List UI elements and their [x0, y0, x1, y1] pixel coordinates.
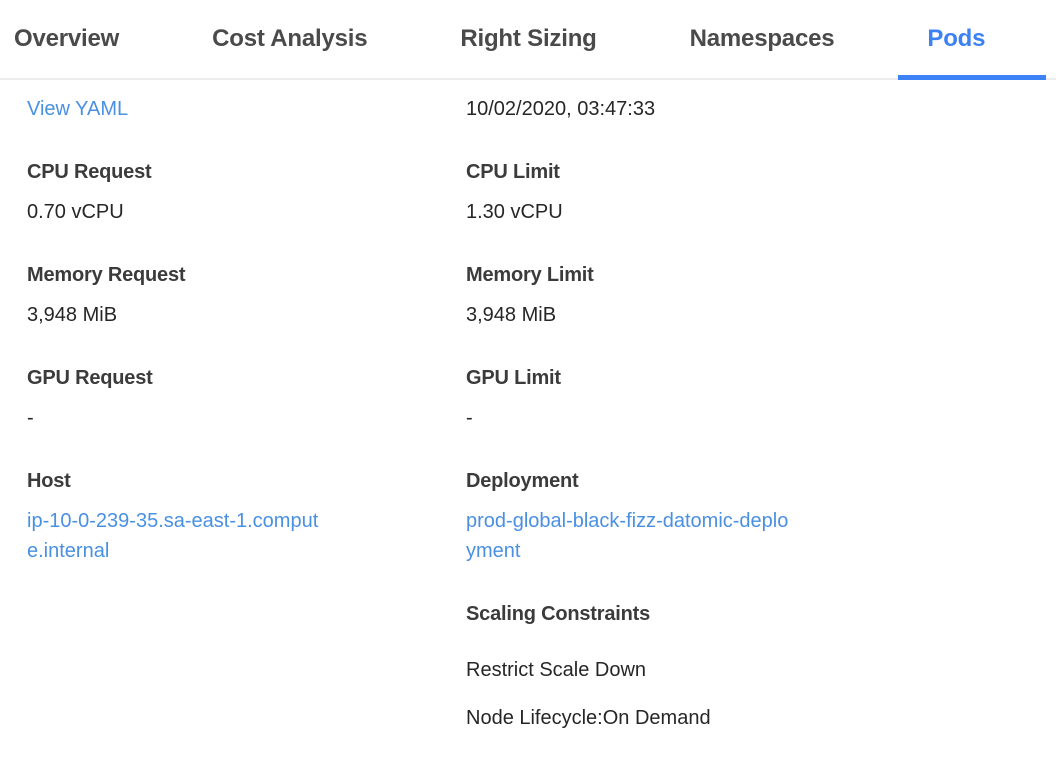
tab-pods[interactable]: Pods: [927, 25, 986, 52]
field-gpu-limit: GPU Limit -: [466, 363, 1029, 433]
memory-request-value: 3,948 MiB: [27, 304, 118, 326]
pod-timestamp: 10/02/2020, 03:47:33: [466, 98, 656, 120]
scaling-constraints-label: Scaling Constraints: [466, 603, 651, 625]
memory-limit-label: Memory Limit: [466, 264, 594, 286]
cpu-request-value: 0.70 vCPU: [27, 201, 124, 223]
gpu-request-label: GPU Request: [27, 367, 153, 389]
field-host: Host ip-10-0-239-35.sa-east-1.compute.in…: [27, 466, 466, 566]
host-link[interactable]: ip-10-0-239-35.sa-east-1.compute.interna…: [27, 510, 319, 562]
gpu-limit-label: GPU Limit: [466, 367, 561, 389]
cpu-limit-label: CPU Limit: [466, 161, 560, 183]
gpu-limit-value: -: [466, 407, 473, 429]
pod-details-panel: View YAML CPU Request 0.70 vCPU Memory R…: [0, 80, 1056, 733]
tab-overview[interactable]: Overview: [14, 25, 120, 52]
tab-cost-analysis[interactable]: Cost Analysis: [212, 25, 368, 52]
host-label: Host: [27, 470, 71, 492]
deployment-link[interactable]: prod-global-black-fizz-datomic-deploymen…: [466, 510, 789, 562]
cpu-limit-value: 1.30 vCPU: [466, 201, 563, 223]
scaling-constraints-section: Scaling Constraints Restrict Scale Down …: [466, 599, 1029, 733]
field-cpu-request: CPU Request 0.70 vCPU: [27, 157, 466, 227]
active-tab-indicator: [898, 75, 1046, 80]
field-memory-limit: Memory Limit 3,948 MiB: [466, 260, 1029, 330]
cpu-request-label: CPU Request: [27, 161, 152, 183]
deployment-label: Deployment: [466, 470, 579, 492]
view-yaml-link[interactable]: View YAML: [27, 98, 129, 120]
tab-namespaces[interactable]: Namespaces: [689, 25, 835, 52]
field-cpu-limit: CPU Limit 1.30 vCPU: [466, 157, 1029, 227]
details-left-column: View YAML CPU Request 0.70 vCPU Memory R…: [27, 94, 466, 733]
tab-bar: Overview Cost Analysis Right Sizing Name…: [0, 0, 1056, 80]
scaling-constraint-restrict-scale-down: Restrict Scale Down: [466, 659, 647, 681]
tab-right-sizing[interactable]: Right Sizing: [460, 25, 597, 52]
gpu-request-value: -: [27, 407, 34, 429]
memory-limit-value: 3,948 MiB: [466, 304, 557, 326]
scaling-constraint-node-lifecycle: Node Lifecycle:On Demand: [466, 707, 711, 729]
field-gpu-request: GPU Request -: [27, 363, 466, 433]
field-memory-request: Memory Request 3,948 MiB: [27, 260, 466, 330]
field-deployment: Deployment prod-global-black-fizz-datomi…: [466, 466, 1029, 566]
memory-request-label: Memory Request: [27, 264, 186, 286]
details-right-column: 10/02/2020, 03:47:33 CPU Limit 1.30 vCPU…: [466, 94, 1029, 733]
